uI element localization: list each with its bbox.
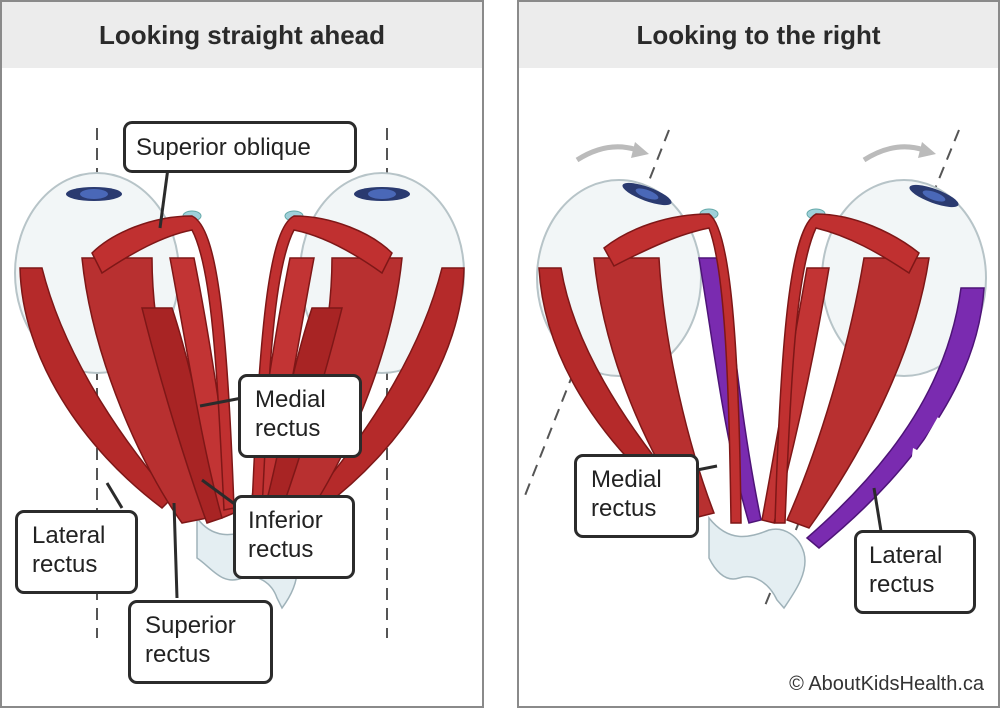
superior-oblique-left — [91, 215, 235, 511]
label-inferior-rectus: Inferior rectus — [233, 495, 355, 579]
label-lateral-rectus: Lateral rectus — [15, 510, 138, 594]
superior-rectus-right — [785, 257, 930, 529]
pointer-medial-rectus — [199, 396, 243, 408]
superior-oblique-left — [603, 213, 742, 524]
contraction-arrow-icon — [911, 448, 925, 464]
pointer-superior-rectus — [172, 502, 179, 599]
rotation-arrow-right-icon — [862, 144, 925, 163]
panel-straight-ahead: Looking straight ahead — [0, 0, 484, 708]
label-medial-rectus: Medial rectus — [238, 374, 362, 458]
label-superior-rectus: Superior rectus — [128, 600, 273, 684]
lateral-rectus-left — [19, 267, 174, 509]
panel-title: Looking straight ahead — [2, 2, 482, 68]
superior-rectus-left — [593, 257, 716, 519]
panel-title: Looking to the right — [519, 2, 998, 68]
lateral-rectus-right-active — [805, 287, 985, 549]
rotation-arrow-left-icon — [575, 144, 638, 163]
orbital-bone — [708, 515, 806, 610]
pointer-lateral-rectus — [105, 482, 124, 509]
label-medial-rectus: Medial rectus — [574, 454, 699, 538]
contraction-arrow-icon — [713, 456, 725, 468]
pointer-medial-rectus — [696, 464, 718, 472]
panel-looking-right: Looking to the right — [517, 0, 1000, 708]
label-lateral-rectus: Lateral rectus — [854, 530, 976, 614]
label-superior-oblique: Superior oblique — [123, 121, 357, 173]
superior-oblique-right — [774, 213, 920, 524]
eye-muscles-right-gaze-illustration — [523, 129, 987, 610]
pointer-lateral-rectus — [872, 487, 883, 532]
copyright-credit: © AboutKidsHealth.ca — [789, 673, 984, 695]
